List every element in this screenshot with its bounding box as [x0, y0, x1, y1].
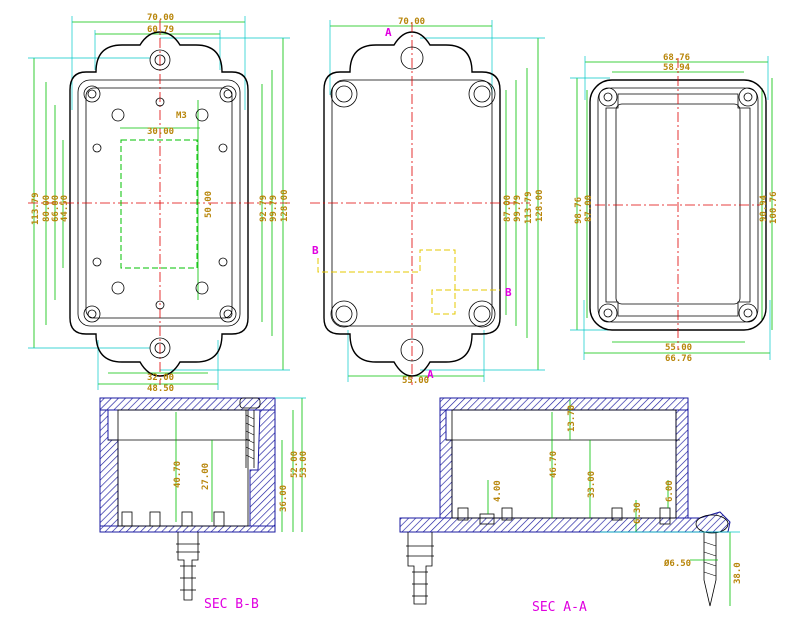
dim-lid-inner-width: 58.94	[663, 63, 691, 73]
dim-lid-right-1: 90.94	[759, 194, 769, 222]
dim-front-right-3: 128.00	[280, 189, 290, 222]
dim-front-width: 70.00	[147, 13, 174, 23]
dim-aa-diameter: Ø6.50	[663, 558, 691, 569]
dim-front-bottom-2: 48.50	[147, 384, 174, 394]
dim-aa-6: 6.00	[665, 480, 675, 502]
dim-front-left-4: 44.50	[60, 195, 70, 222]
dim-back-bottom: 55.00	[402, 376, 429, 386]
dim-lid-bottom-1: 55.00	[665, 343, 692, 353]
dim-aa-5: 6.30	[633, 502, 643, 524]
dim-lid-bottom-2: 66.76	[665, 354, 692, 364]
dim-front-left-1: 113.79	[31, 192, 41, 225]
dim-bb-5: 53.00	[299, 451, 309, 478]
marker-a-bottom: A	[427, 368, 434, 381]
dim-lid-left-1: 98.76	[574, 197, 584, 224]
dim-front-inner-width: 60.79	[147, 25, 174, 35]
section-b-b-title: SEC B-B	[204, 597, 259, 612]
section-a-a-title: SEC A-A	[532, 600, 587, 615]
dim-back-width: 70.00	[398, 17, 425, 27]
dim-bb-2: 27.00	[201, 463, 211, 490]
dim-front-hole-spacing: 30.00	[147, 127, 174, 137]
dim-front-right-1: 92.79	[259, 195, 269, 222]
dim-lid-left-2: 87.00	[584, 195, 594, 222]
back-view: A A B B 70.00 55.00 87.00 99.79 113.79 1…	[310, 17, 545, 386]
dim-aa-4: 4.00	[493, 480, 503, 502]
dim-front-center: 50.00	[204, 191, 214, 218]
marker-b-right: B	[505, 286, 512, 299]
dim-back-right-2: 99.79	[513, 195, 523, 222]
dim-front-left-3: 66.00	[51, 195, 61, 222]
dim-front-left-2: 80.00	[42, 195, 52, 222]
dim-bb-3: 36.00	[279, 485, 289, 512]
section-a-a: 13.70 46.70 33.00 4.00 6.30 6.00 Ø6.50 3…	[399, 397, 743, 615]
dim-lid-width: 68.76	[663, 53, 690, 63]
dim-aa-3: 33.00	[587, 471, 597, 498]
dim-aa-2: 46.70	[549, 451, 559, 478]
dim-front-right-2: 99.79	[269, 195, 279, 222]
marker-b-left: B	[312, 244, 319, 257]
dim-front-bottom-1: 32.00	[147, 373, 174, 383]
dim-aa-1: 13.70	[567, 405, 577, 432]
lid-view: 68.76 58.94 55.00 66.76 98.76 87.00 90.9…	[570, 53, 779, 364]
dim-aa-screw-length: 38.0	[733, 562, 743, 584]
front-view: 70.00 60.79 30.00 M3 32.00 48.50 113.79 …	[28, 13, 292, 394]
dim-back-right-1: 87.00	[503, 195, 513, 222]
dim-front-thread: M3	[176, 111, 187, 121]
dim-bb-1: 40.70	[173, 461, 183, 488]
dim-bb-4: 52.00	[290, 451, 300, 478]
marker-a-top: A	[385, 26, 392, 39]
section-b-b: 40.70 27.00 36.00 52.00 53.00 SEC B-B	[99, 397, 309, 612]
dim-lid-right-2: 100.76	[769, 191, 779, 224]
dim-back-right-3: 113.79	[524, 191, 534, 224]
dim-back-right-4: 128.00	[535, 189, 545, 222]
